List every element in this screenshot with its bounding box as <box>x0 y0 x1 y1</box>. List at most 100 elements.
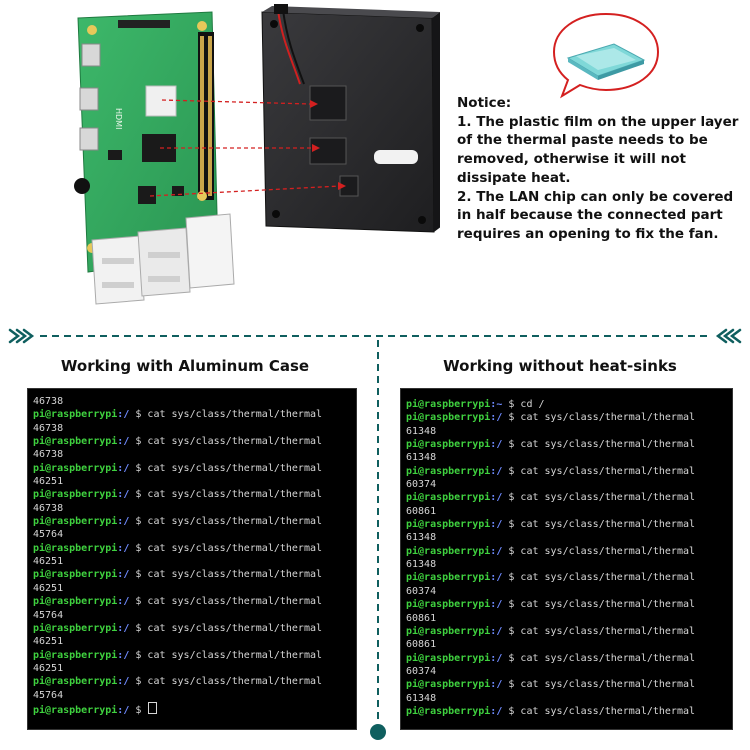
panel-title-no-heatsinks: Working without heat-sinks <box>443 357 677 375</box>
prompt-path: / <box>496 545 503 557</box>
terminal-command-line: pi@raspberrypi:/ $ cat sys/class/thermal… <box>406 438 732 451</box>
notice-text: Notice: 1. The plastic film on the upper… <box>457 94 747 244</box>
thermal-pad-callout <box>552 12 660 99</box>
terminal-output: 60374 <box>406 585 437 597</box>
terminal-output: 61348 <box>406 425 437 437</box>
terminal-command: cd / <box>520 399 545 410</box>
prompt-user: pi@raspberrypi <box>406 679 491 691</box>
prompt-separator: : <box>490 625 497 637</box>
prompt-user: pi@raspberrypi <box>33 622 118 634</box>
prompt-user: pi@raspberrypi <box>406 412 491 424</box>
prompt-user: pi@raspberrypi <box>33 649 118 661</box>
terminal-command-line: pi@raspberrypi:/ $ cat sys/class/thermal… <box>33 515 356 528</box>
terminal-output: 60861 <box>406 505 437 517</box>
terminal-output: 61348 <box>406 559 437 571</box>
prompt-separator: : <box>117 542 124 554</box>
chevron-left-icon <box>8 328 35 344</box>
prompt-symbol: $ <box>129 676 148 688</box>
prompt-user: pi@raspberrypi <box>33 596 118 608</box>
prompt-path: / <box>123 649 130 661</box>
terminal-cursor[interactable] <box>148 701 158 714</box>
terminal-output: 45764 <box>33 529 64 541</box>
prompt-separator: : <box>117 489 124 501</box>
terminal-command-line: pi@raspberrypi:/ $ cat sys/class/thermal… <box>406 465 732 478</box>
terminal-command: cat sys/class/thermal/thermal <box>520 625 696 637</box>
prompt-separator: : <box>490 679 497 691</box>
prompt-symbol: $ <box>502 439 521 451</box>
terminal-output: 45764 <box>33 689 64 701</box>
prompt-symbol: $ <box>129 542 148 554</box>
terminal-command: cat sys/class/thermal/thermal <box>520 412 696 424</box>
prompt-path: / <box>123 676 130 688</box>
prompt-symbol: $ <box>502 399 521 410</box>
prompt-path: / <box>123 622 130 634</box>
prompt-path: / <box>496 439 503 451</box>
prompt-symbol: $ <box>502 679 521 691</box>
prompt-symbol: $ <box>129 462 148 474</box>
prompt-user: pi@raspberrypi <box>406 572 491 584</box>
terminal-command-line: pi@raspberrypi:/ $ cat sys/class/thermal… <box>33 622 356 635</box>
prompt-user: pi@raspberrypi <box>33 542 118 554</box>
prompt-path: / <box>123 462 130 474</box>
terminal-command: cat sys/class/thermal/thermal <box>520 545 696 557</box>
prompt-user: pi@raspberrypi <box>33 462 118 474</box>
prompt-symbol: $ <box>502 625 521 637</box>
terminal-output: 61348 <box>406 532 437 544</box>
prompt-separator: : <box>490 572 497 584</box>
terminal-command: cat sys/class/thermal/thermal <box>520 572 696 584</box>
thermal-pad-ram <box>309 137 347 165</box>
terminal-command: cat sys/class/thermal/thermal <box>520 519 696 531</box>
terminal-command-line: pi@raspberrypi:/ $ cat sys/class/thermal… <box>406 518 732 531</box>
terminal-command-line: pi@raspberrypi:/ $ cat sys/class/thermal… <box>406 491 732 504</box>
prompt-separator: : <box>490 492 497 504</box>
prompt-separator: : <box>117 569 124 581</box>
usb-ports <box>91 213 235 305</box>
prompt-user: pi@raspberrypi <box>406 439 491 451</box>
prompt-user: pi@raspberrypi <box>33 409 118 421</box>
prompt-symbol: $ <box>129 622 148 634</box>
notice-heading: Notice: <box>457 95 512 111</box>
terminal-command-line: pi@raspberrypi:/ $ cat sys/class/thermal… <box>406 411 732 424</box>
prompt-path: ~ <box>496 399 503 410</box>
prompt-separator: : <box>490 652 497 664</box>
prompt-separator: : <box>490 412 497 424</box>
terminal-command-line: pi@raspberrypi:/ $ cat sys/class/thermal… <box>33 675 356 688</box>
prompt-symbol: $ <box>502 572 521 584</box>
prompt-user: pi@raspberrypi <box>33 569 118 581</box>
terminal-output: 60861 <box>406 639 437 651</box>
terminal-command: cat sys/class/thermal/thermal <box>520 492 696 504</box>
terminal-command-line: pi@raspberrypi:/ $ cat sys/class/thermal… <box>33 462 356 475</box>
prompt-separator: : <box>117 516 124 528</box>
prompt-path: / <box>123 516 130 528</box>
notice-line: of the thermal paste needs to be <box>457 132 708 149</box>
terminal-command: cat sys/class/thermal/thermal <box>147 409 323 421</box>
notice-line: in half because the connected part <box>457 207 723 224</box>
prompt-separator: : <box>117 704 124 716</box>
thermal-pad-icon <box>566 43 646 80</box>
prompt-symbol: $ <box>502 652 521 664</box>
prompt-user: pi@raspberrypi <box>406 652 491 664</box>
prompt-path: / <box>123 436 130 448</box>
prompt-separator: : <box>490 705 497 717</box>
prompt-symbol: $ <box>502 519 521 531</box>
terminal-command-line: pi@raspberrypi:/ $ cat sys/class/thermal… <box>33 595 356 608</box>
prompt-separator: : <box>490 399 497 410</box>
prompt-user: pi@raspberrypi <box>406 599 491 611</box>
hdmi-port-1 <box>79 87 99 111</box>
chevron-right-icon <box>715 328 742 344</box>
prompt-symbol: $ <box>129 516 148 528</box>
terminal-command-line: pi@raspberrypi:/ $ cat sys/class/thermal… <box>406 571 732 584</box>
product-illustration: HDMI <box>74 4 440 305</box>
terminal-output: 46738 <box>33 396 64 407</box>
terminal-output: 46251 <box>33 582 64 594</box>
prompt-path: / <box>123 409 130 421</box>
prompt-path: / <box>496 599 503 611</box>
prompt-user: pi@raspberrypi <box>406 545 491 557</box>
prompt-path: / <box>496 412 503 424</box>
notice-line: removed, otherwise it will not <box>457 151 686 168</box>
terminal-command: cat sys/class/thermal/thermal <box>520 465 696 477</box>
terminal-aluminum-case: 46738 pi@raspberrypi:/ $ cat sys/class/t… <box>27 388 357 730</box>
prompt-symbol: $ <box>502 599 521 611</box>
prompt-user: pi@raspberrypi <box>33 676 118 688</box>
terminal-output: 61348 <box>406 692 437 704</box>
